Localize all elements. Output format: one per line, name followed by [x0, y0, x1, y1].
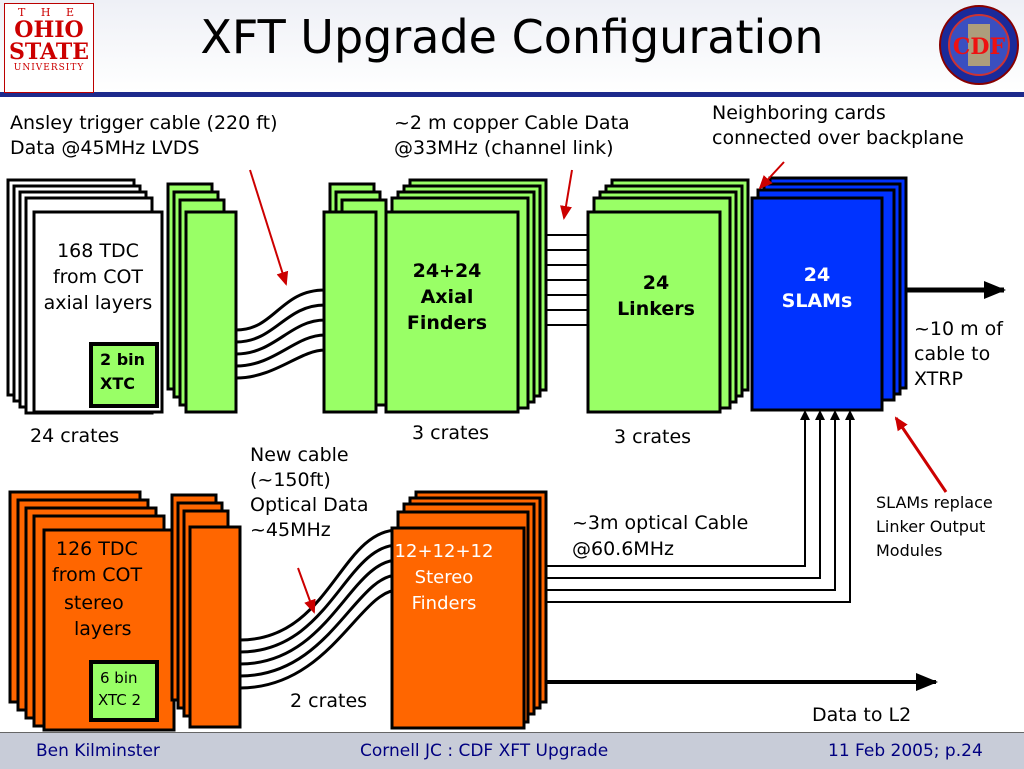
- tdc-stereo-label-1: 126 TDC: [56, 538, 138, 560]
- data-to-l2-label: Data to L2: [812, 704, 912, 726]
- page-title: XFT Upgrade Configuration: [200, 10, 824, 64]
- tdc-axial-label-1: 168 TDC: [57, 240, 139, 262]
- logo-line: OHIO: [14, 17, 84, 43]
- ansley-label-1: Ansley trigger cable (220 ft): [10, 112, 278, 134]
- slam-replace-label-1: SLAMs replace: [876, 493, 993, 512]
- crates-3-linker-label: 3 crates: [614, 426, 692, 448]
- crates-3-axial-label: 3 crates: [412, 422, 490, 444]
- xtc-box-axial: [89, 342, 159, 408]
- crates-24-label: 24 crates: [30, 425, 120, 447]
- optical-label-1: ~3m optical Cable: [572, 512, 749, 534]
- callout-arrows: [249, 161, 948, 614]
- optical-fibers: [546, 410, 855, 603]
- xtrp-label-2: cable to: [914, 343, 991, 365]
- crates-2-label: 2 crates: [290, 690, 368, 712]
- optical-label-2: @60.6MHz: [572, 538, 674, 560]
- slam-replace-label-3: Modules: [876, 541, 943, 560]
- axial-finders-label-2: Axial: [420, 286, 474, 308]
- slams-label-2: SLAMs: [781, 290, 853, 312]
- new-cable-label-2: (~150ft): [250, 469, 331, 491]
- footer-bar: Ben Kilminster Cornell JC : CDF XFT Upgr…: [0, 732, 1024, 769]
- tdc-axial-label-2: from COT: [52, 266, 144, 288]
- new-cable-label-4: ~45MHz: [250, 519, 331, 541]
- neighbor-label-1: Neighboring cards: [712, 102, 886, 124]
- logo-line: UNIVERSITY: [13, 63, 85, 73]
- logo-line: STATE: [8, 39, 90, 65]
- axial-finders-stack: [384, 178, 548, 414]
- slam-replace-label-2: Linker Output: [876, 517, 986, 536]
- axial-finders-label-1: 24+24: [412, 260, 482, 282]
- tdc-axial-label-3: axial layers: [43, 292, 153, 314]
- neighbor-label-2: connected over backplane: [712, 127, 964, 149]
- axial-finders-label-3: Finders: [406, 312, 488, 334]
- cdf-logo-text: CDF: [953, 34, 1006, 60]
- new-cable-label-3: Optical Data: [250, 494, 369, 516]
- linkers-label-2: Linkers: [617, 298, 695, 320]
- xtc-box-stereo: [89, 660, 159, 722]
- axial-receiver-stack: [322, 182, 388, 414]
- cdf-logo: CDF: [939, 5, 1019, 85]
- stereo-finders-label-3: Finders: [411, 593, 477, 614]
- tdc-stereo-label-2: from COT: [52, 564, 143, 586]
- footer-author: Ben Kilminster: [36, 741, 160, 761]
- title-rule: [0, 92, 1024, 97]
- stereo-finders-stack: [390, 490, 548, 730]
- copper-label-1: ~2 m copper Cable Data: [394, 112, 630, 134]
- footer-date-page: 11 Feb 2005; p.24: [828, 741, 983, 761]
- xtc-axial-label-2: XTC: [100, 374, 135, 393]
- logo-line: T H E: [18, 6, 80, 19]
- channel-link-lines: [546, 234, 592, 326]
- stereo-cables: [239, 528, 399, 690]
- header-band: [0, 0, 1024, 92]
- linkers-stack: [586, 178, 750, 414]
- xtrp-label-1: ~10 m of: [914, 318, 1003, 340]
- slams-stack: [750, 176, 908, 412]
- stereo-finders-label-2: Stereo: [414, 567, 474, 588]
- copper-label-2: @33MHz (channel link): [394, 137, 614, 159]
- new-cable-label-1: New cable: [250, 444, 349, 466]
- ohio-state-logo: T H E OHIO STATE UNIVERSITY: [4, 3, 94, 93]
- axial-transition-stack: [166, 182, 238, 414]
- stereo-finders-label-1: 12+12+12: [394, 541, 494, 562]
- stereo-transition-stack: [170, 493, 242, 729]
- axial-cables: [235, 288, 326, 380]
- xtrp-label-3: XTRP: [914, 368, 963, 390]
- ansley-label-2: Data @45MHz LVDS: [10, 137, 200, 159]
- footer-talk: Cornell JC : CDF XFT Upgrade: [360, 741, 609, 761]
- xtc-stereo-label-2: XTC 2: [98, 691, 142, 709]
- linkers-label-1: 24: [642, 272, 670, 294]
- tdc-stereo-label-4: layers: [74, 618, 132, 640]
- slams-label-1: 24: [803, 264, 831, 286]
- tdc-stereo-label-3: stereo: [64, 592, 124, 614]
- xtc-stereo-label-1: 6 bin: [100, 669, 138, 687]
- xtc-axial-label-1: 2 bin: [100, 350, 146, 369]
